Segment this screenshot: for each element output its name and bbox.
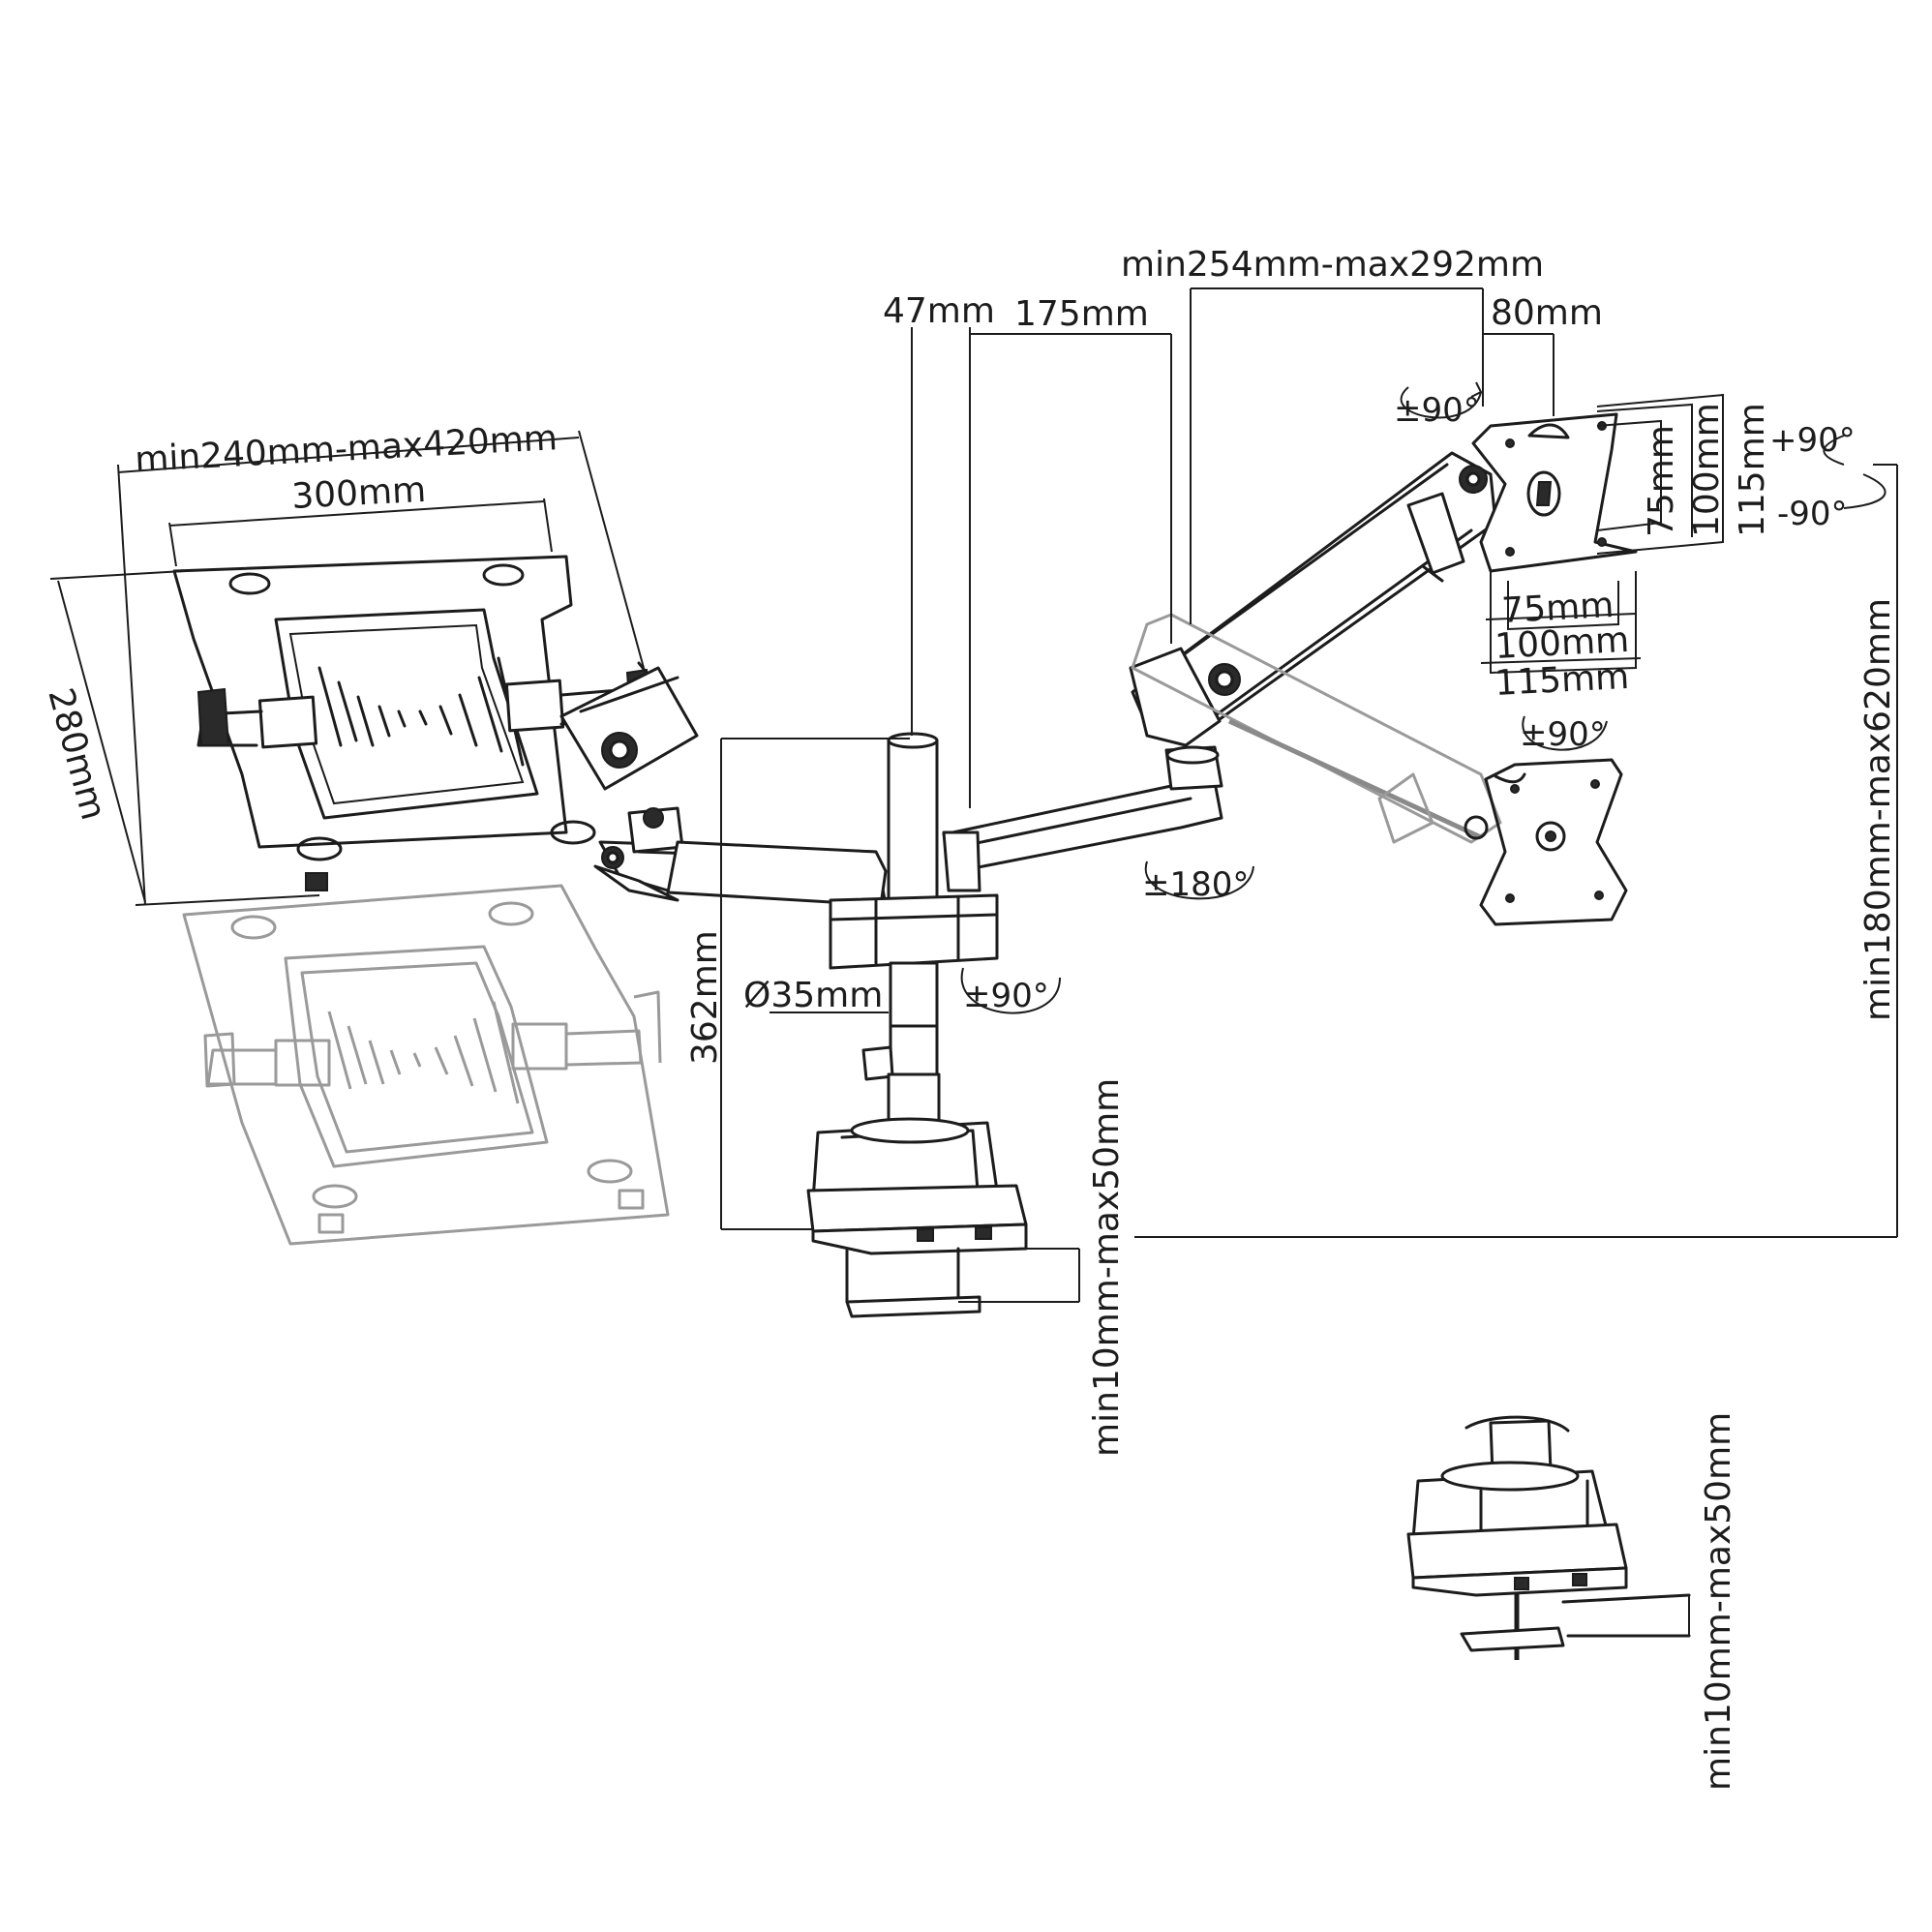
dimension-lines <box>49 287 1898 1636</box>
label-height-range: min180mm-max620mm <box>1858 598 1898 1021</box>
label-vesa-h-100: 100mm <box>1494 620 1630 667</box>
right-upper-arm <box>1129 451 1502 844</box>
laptop-tray-ghost <box>182 884 670 1246</box>
grommet-mount <box>1406 1415 1691 1660</box>
pole <box>829 732 999 1125</box>
label-pole-diameter: Ø35mm <box>743 976 883 1015</box>
label-vesa-v-115: 115mm <box>1733 403 1772 537</box>
label-arm-rotation: ±180° <box>1142 865 1249 904</box>
label-swivel-top: ±90° <box>1394 391 1480 430</box>
label-laptop-width-range: min240mm-max420mm <box>134 418 558 480</box>
label-grommet-thickness: min10mm-max50mm <box>1699 1412 1738 1791</box>
label-vesa-h-115: 115mm <box>1494 657 1630 704</box>
label-clamp-thickness: min10mm-max50mm <box>1087 1078 1127 1457</box>
label-base-rotation: ±90° <box>963 977 1049 1015</box>
label-vesa-offset: 80mm <box>1491 293 1603 333</box>
label-arm-reach-range: min254mm-max292mm <box>1121 245 1544 285</box>
label-laptop-tray-width: 300mm <box>290 470 427 517</box>
right-lower-arm <box>942 745 1223 892</box>
label-tilt-down: -90° <box>1777 495 1848 533</box>
vesa-dimension-frame <box>1480 393 1724 675</box>
left-arm <box>593 806 888 907</box>
label-vesa-h-75: 75mm <box>1500 586 1615 631</box>
label-pole-height: 362mm <box>685 930 725 1065</box>
label-laptop-tray-depth: 280mm <box>40 684 113 825</box>
label-vesa-v-75: 75mm <box>1642 425 1681 537</box>
label-vesa-v-100: 100mm <box>1687 403 1727 537</box>
label-arm-segment: 175mm <box>1014 294 1149 334</box>
label-tilt-up: +90° <box>1769 421 1856 460</box>
tray-vent-slots <box>317 656 525 767</box>
label-swivel-lower: ±90° <box>1520 715 1606 754</box>
vesa-plate-lower <box>1464 758 1628 926</box>
laptop-tray <box>172 555 699 891</box>
label-pole-offset: 47mm <box>883 291 995 331</box>
rotation-arrows <box>960 381 1887 1014</box>
desk-clamp <box>806 1117 1028 1318</box>
